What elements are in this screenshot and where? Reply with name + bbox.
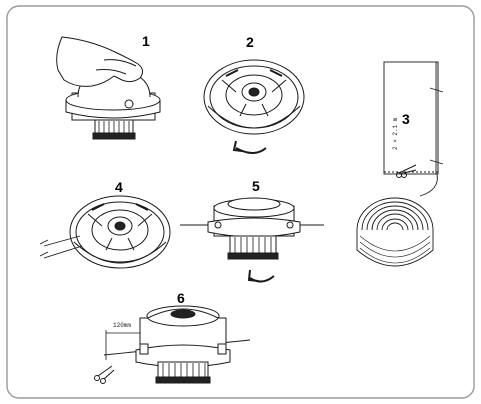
step-4-illustration <box>39 195 171 269</box>
step-number-5: 5 <box>252 178 260 194</box>
diagram-frame <box>6 5 475 399</box>
step-5-illustration <box>180 197 324 283</box>
step-3-illustration <box>356 61 444 267</box>
step-1-illustration <box>56 36 161 140</box>
offset-label: 120mm <box>113 322 132 329</box>
step-6-illustration <box>94 305 251 384</box>
step-number-1: 1 <box>142 33 150 49</box>
line-length-label: 2 × 2.1 m <box>392 117 399 150</box>
step-number-2: 2 <box>246 34 254 50</box>
step-2-illustration <box>203 59 305 154</box>
step-number-3: 3 <box>402 111 410 127</box>
step-number-4: 4 <box>115 179 123 195</box>
step-number-6: 6 <box>177 290 185 306</box>
